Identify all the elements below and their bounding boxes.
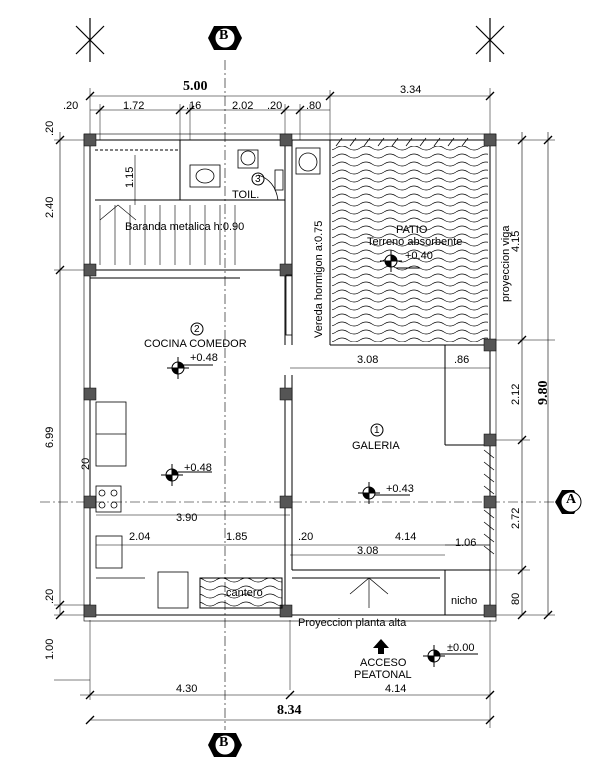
axis-bubble-b-bottom [208, 733, 242, 757]
toilet-fixtures [189, 147, 321, 201]
patio-level: +0.40 [405, 250, 433, 262]
dim-right-seg-3: 80 [510, 592, 522, 605]
patio-top-hatch [335, 137, 469, 147]
corner-markers [75, 18, 505, 62]
dim-right-seg-1: 2.12 [510, 383, 522, 405]
cocina-name: COCINA COMEDOR [144, 338, 247, 350]
dim-right-seg-2: 2.72 [510, 507, 522, 529]
axis-bubble-b-top [208, 26, 242, 50]
cocina-number: 2 [194, 324, 200, 335]
dim-left-2: 6.99 [44, 426, 56, 448]
level-markers [161, 250, 478, 667]
note-proyeccion-planta: Proyeccion planta alta [298, 617, 407, 629]
axis-label-b-bottom: B [219, 735, 229, 750]
entry-arrow [349, 577, 389, 654]
axis-label-b-top: B [219, 28, 229, 43]
dim-bottom-right: 4.14 [385, 683, 407, 695]
dim-left-1: 2.40 [44, 196, 56, 218]
dim-086: .86 [454, 354, 470, 366]
dim-top-right: 3.34 [400, 84, 422, 96]
dim-top-seg-0: .20 [63, 100, 79, 112]
dim-020: .20 [298, 531, 314, 543]
toil-number: 3 [255, 174, 261, 185]
cocina-level-2: +0.48 [184, 462, 212, 474]
axis-lines [40, 60, 555, 730]
dim-115: 1.15 [124, 166, 136, 188]
galeria-number: 1 [374, 425, 380, 436]
dim-top-total: 5.00 [183, 79, 208, 94]
dim-left-0: .20 [44, 120, 56, 136]
patio-subtitle: Terreno absorbente [367, 236, 463, 248]
note-cantero: cantero [226, 587, 263, 599]
dim-414: 4.14 [395, 531, 417, 543]
patio-hatch [332, 146, 488, 342]
dim-left-5: 20 [80, 457, 92, 470]
dim-top-seg-4: .20 [267, 100, 283, 112]
dim-106: 1.06 [455, 537, 477, 549]
note-acceso: ACCESO [360, 657, 407, 669]
dim-top-seg-3: 2.02 [232, 100, 254, 112]
dim-left-3: .20 [44, 588, 56, 604]
axis-bubble-a [555, 490, 582, 514]
galeria-level: +0.43 [386, 483, 414, 495]
entry-level: ±0.00 [447, 642, 475, 654]
dim-204: 2.04 [129, 531, 151, 543]
dim-top-seg-2: .16 [186, 100, 202, 112]
cocina-level-1: +0.48 [190, 352, 218, 364]
cantero-planter [199, 577, 283, 609]
galeria-name: GALERIA [352, 440, 400, 452]
note-peatonal: PEATONAL [354, 669, 412, 681]
stair [99, 204, 236, 265]
columns [83, 133, 497, 618]
dim-185: 1.85 [226, 531, 248, 543]
note-baranda: Baranda metalica h:0.90 [125, 221, 245, 233]
toil-name: TOIL. [232, 189, 260, 201]
dim-bottom-total: 8.34 [277, 703, 302, 718]
kitchen-fixtures [95, 274, 293, 609]
railing-hatch [483, 449, 495, 555]
dimension-lines [54, 88, 555, 728]
dim-right-total: 9.80 [536, 380, 551, 406]
note-proyeccion-viga: proyeccion viga [500, 225, 512, 302]
room-circles [190, 172, 384, 437]
dim-left-4: 1.00 [44, 638, 56, 660]
dim-bottom-left: 4.30 [176, 683, 198, 695]
dim-top-seg-1: 1.72 [123, 100, 145, 112]
dim-308b: 3.08 [357, 545, 379, 557]
axis-label-a: A [566, 492, 577, 507]
dim-top-seg-5: .80 [306, 100, 322, 112]
note-nicho: nicho [451, 595, 478, 607]
dim-308a: 3.08 [357, 354, 379, 366]
note-vereda: Vereda hormigon a:0.75 [313, 220, 325, 338]
dim-390: 3.90 [176, 512, 198, 524]
patio-name: PATIO [396, 224, 428, 236]
